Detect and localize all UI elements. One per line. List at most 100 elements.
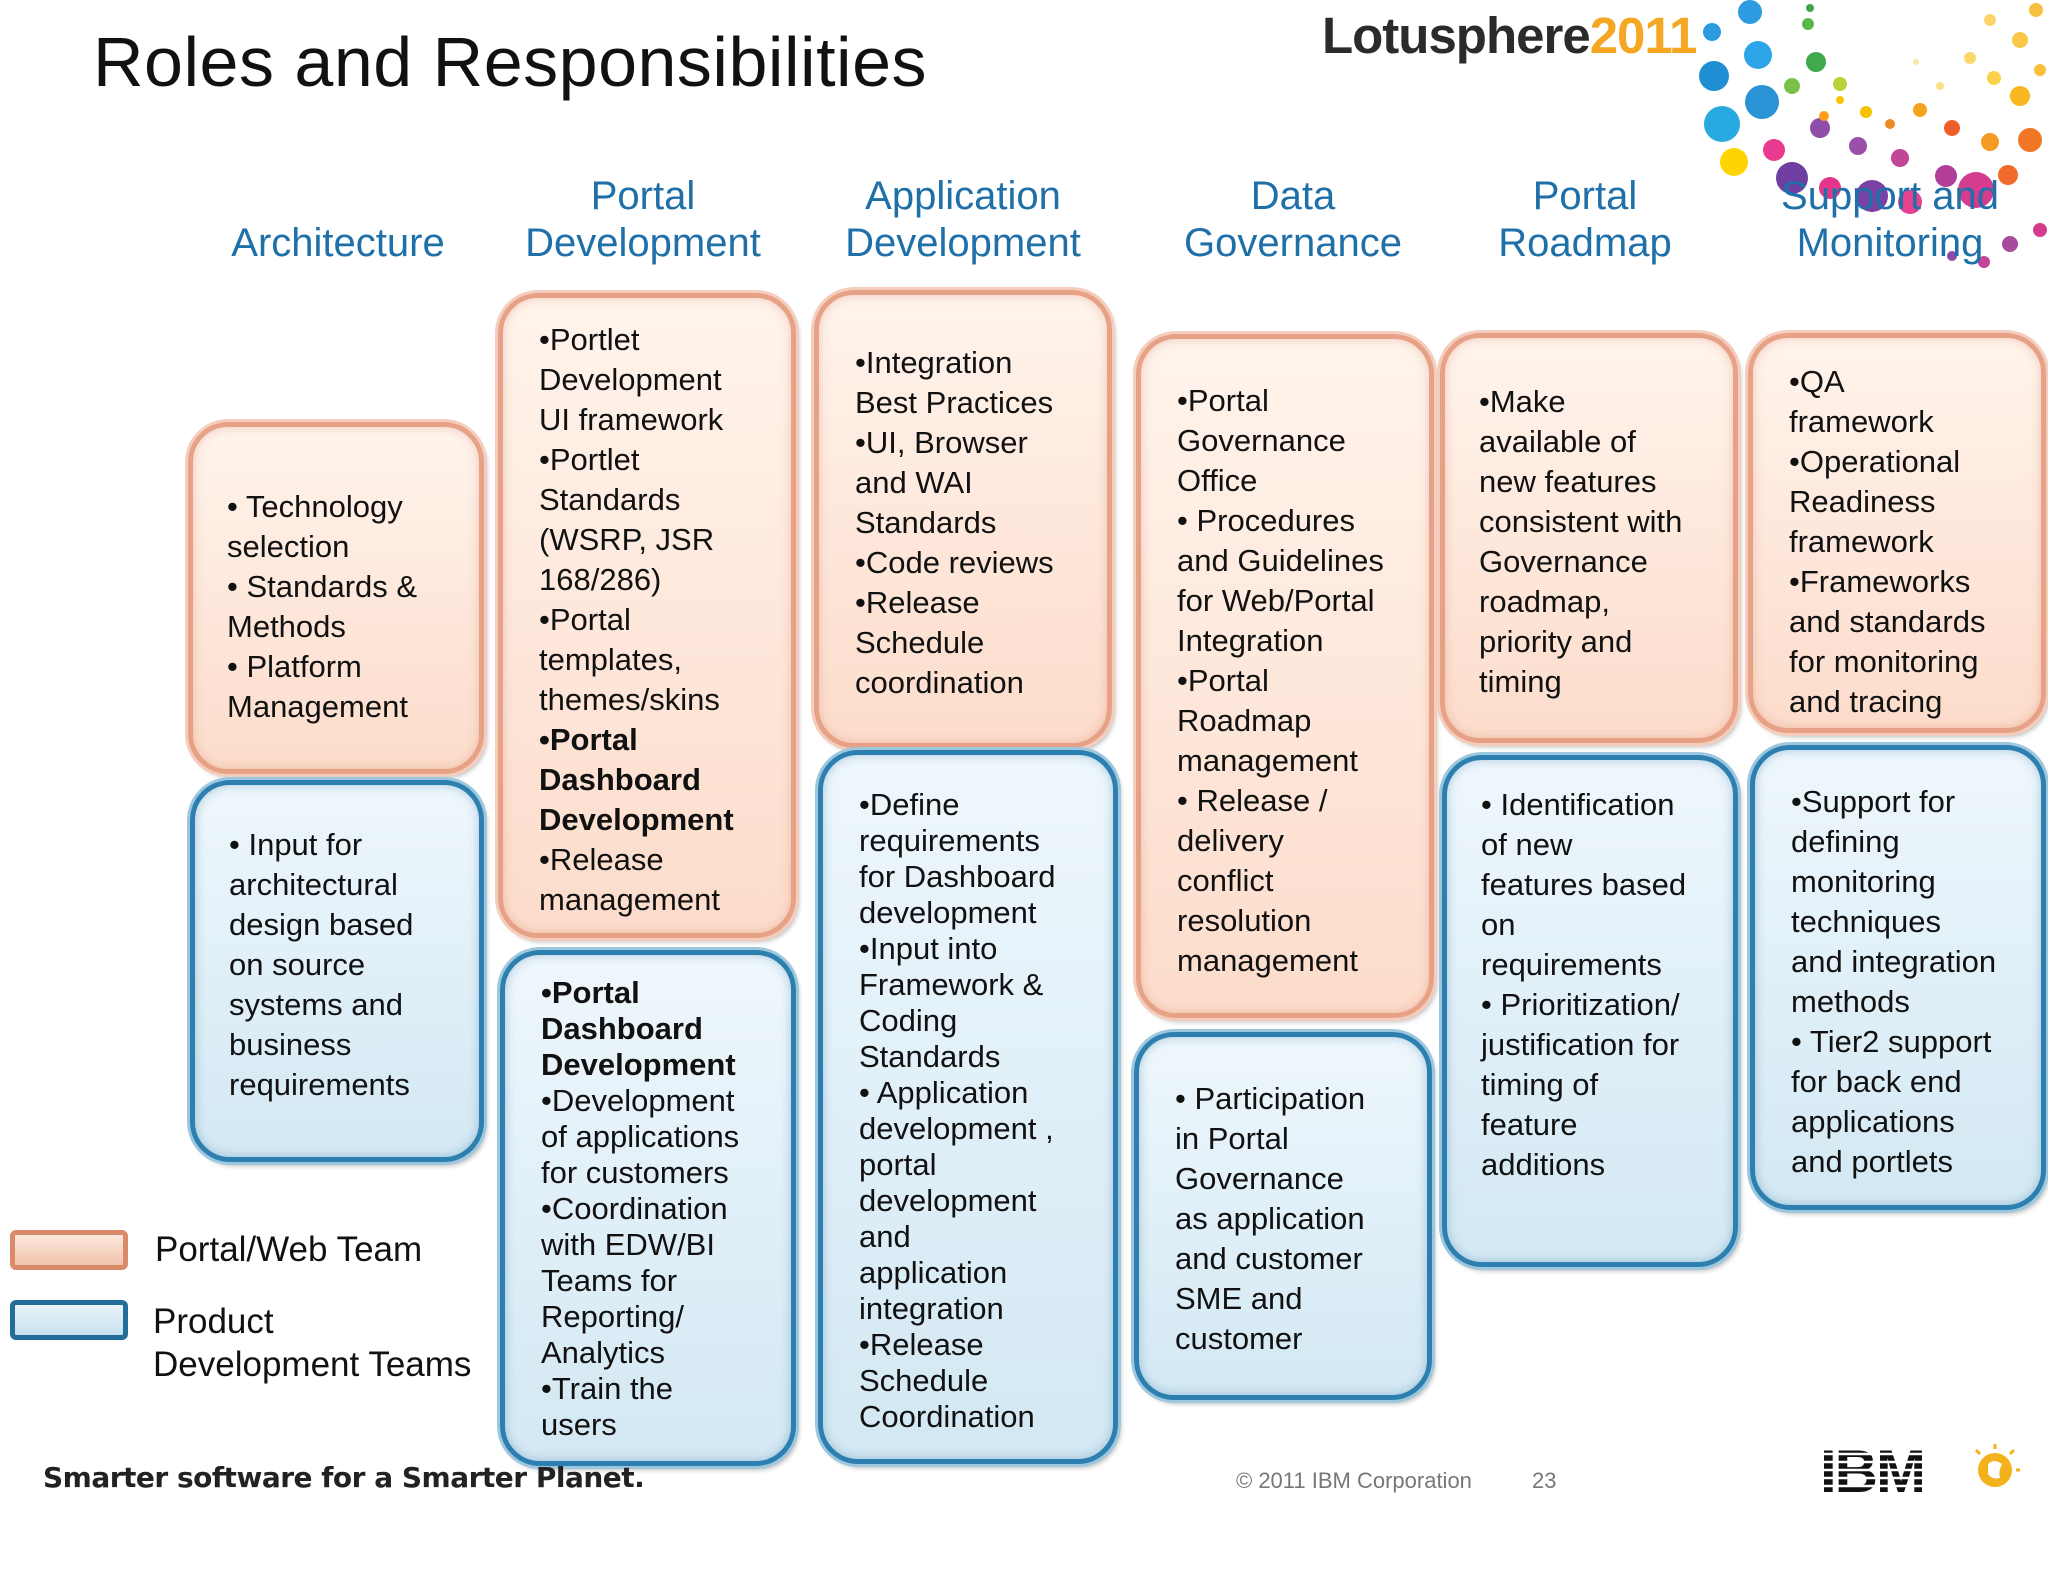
box-line: 168/286) <box>539 560 783 600</box>
heading-line: Architecture <box>231 221 444 265</box>
box-line: users <box>541 1407 783 1443</box>
support-monitoring-portal-web-box: •QA framework •Operational Readiness fra… <box>1748 333 2046 733</box>
box-line: for customers <box>541 1155 783 1191</box>
footer-tagline: Smarter software for a Smarter Planet. <box>43 1461 644 1494</box>
box-line: Development <box>541 1047 783 1083</box>
box-line: • Participation <box>1175 1079 1419 1119</box>
column-heading-support-and-monitoring: Support and Monitoring <box>1750 173 2030 267</box>
box-line: •Release <box>539 840 783 880</box>
box-line: • Standards & <box>227 567 469 607</box>
box-line: • Tier2 support <box>1791 1022 2037 1062</box>
box-line: management <box>1177 741 1421 781</box>
box-line: coordination <box>855 663 1099 703</box>
box-line: of applications <box>541 1119 783 1155</box>
box-line: • Identification <box>1481 785 1727 825</box>
box-line: of new <box>1481 825 1727 865</box>
portal-roadmap-product-box: • Identification of new features based o… <box>1442 755 1738 1267</box>
box-line: • Procedures <box>1177 501 1421 541</box>
box-line: Schedule <box>855 623 1099 663</box>
box-line: Standards <box>539 480 783 520</box>
box-line: as application <box>1175 1199 1419 1239</box>
box-line: •Integration <box>855 343 1099 383</box>
box-line: timing <box>1479 662 1727 702</box>
box-line: priority and <box>1479 622 1727 662</box>
box-line: • Release / <box>1177 781 1421 821</box>
heading-line: Roadmap <box>1445 220 1725 267</box>
box-line: Governance <box>1479 542 1727 582</box>
box-line: integration <box>859 1291 1107 1327</box>
box-line: SME and <box>1175 1279 1419 1319</box>
box-line: Development <box>539 360 783 400</box>
box-line: •Define <box>859 787 1107 823</box>
box-line: with EDW/BI <box>541 1227 783 1263</box>
box-line: design based <box>229 905 469 945</box>
heading-line: Data <box>1153 173 1433 220</box>
box-line: Governance <box>1175 1159 1419 1199</box>
legend-swatch-portal-web <box>10 1230 128 1270</box>
heading-line: Portal <box>1445 173 1725 220</box>
page-number: 23 <box>1532 1468 1556 1494</box>
box-line: •Release <box>855 583 1099 623</box>
box-line: defining <box>1791 822 2037 862</box>
logo-year: 2011 <box>1590 7 1697 64</box>
box-line: timing of <box>1481 1065 1727 1105</box>
architecture-product-box: • Input for architectural design based o… <box>190 780 484 1162</box>
architecture-portal-web-box: • Technology selection • Standards & Met… <box>188 422 484 774</box>
box-line: Standards <box>855 503 1099 543</box>
box-line: techniques <box>1791 902 2037 942</box>
box-line: requirements <box>1481 945 1727 985</box>
data-governance-product-box: • Participation in Portal Governance as … <box>1134 1032 1432 1400</box>
box-line: methods <box>1791 982 2037 1022</box>
legend-label-product: Product Development Teams <box>153 1300 471 1386</box>
box-line: in Portal <box>1175 1119 1419 1159</box>
box-line: and standards <box>1789 602 2035 642</box>
box-line: resolution <box>1177 901 1421 941</box>
support-monitoring-product-box: •Support for defining monitoring techniq… <box>1750 745 2046 1210</box>
column-heading-architecture: Architecture <box>198 220 478 267</box>
logo-word: Lotusphere <box>1322 7 1590 64</box>
box-line: •Input into <box>859 931 1107 967</box>
legend-line: Development Teams <box>153 1343 471 1386</box>
box-line: •Code reviews <box>855 543 1099 583</box>
box-line: systems and <box>229 985 469 1025</box>
heading-line: Application <box>823 173 1103 220</box>
column-heading-portal-roadmap: Portal Roadmap <box>1445 173 1725 267</box>
box-line: framework <box>1789 402 2035 442</box>
box-line: for monitoring <box>1789 642 2035 682</box>
box-line: on <box>1481 905 1727 945</box>
box-line: and customer <box>1175 1239 1419 1279</box>
box-line: requirements <box>859 823 1107 859</box>
box-line: (WSRP, JSR <box>539 520 783 560</box>
box-line: for Dashboard <box>859 859 1107 895</box>
box-line: and <box>859 1219 1107 1255</box>
box-line: architectural <box>229 865 469 905</box>
box-line: conflict <box>1177 861 1421 901</box>
box-line: •Portal <box>541 975 783 1011</box>
box-line: development <box>859 895 1107 931</box>
box-line: Coordination <box>859 1399 1107 1435</box>
box-line: •Operational <box>1789 442 2035 482</box>
column-heading-application-development: Application Development <box>823 173 1103 267</box>
box-line: development <box>859 1183 1107 1219</box>
box-line: • Input for <box>229 825 469 865</box>
box-line: •Release <box>859 1327 1107 1363</box>
box-line: monitoring <box>1791 862 2037 902</box>
box-line: •UI, Browser <box>855 423 1099 463</box>
portal-development-product-box: •Portal Dashboard Development •Developme… <box>500 950 796 1466</box>
box-line: UI framework <box>539 400 783 440</box>
box-line: Integration <box>1177 621 1421 661</box>
legend-label-portal-web: Portal/Web Team <box>155 1228 422 1271</box>
box-line: Framework & <box>859 967 1107 1003</box>
box-line: • Platform <box>227 647 469 687</box>
heading-line: Governance <box>1153 220 1433 267</box>
box-line: •Portal <box>539 600 783 640</box>
box-line: and portlets <box>1791 1142 2037 1182</box>
box-line: applications <box>1791 1102 2037 1142</box>
box-line: additions <box>1481 1145 1727 1185</box>
box-line: feature <box>1481 1105 1727 1145</box>
box-line: Governance <box>1177 421 1421 461</box>
box-line: •Portlet <box>539 320 783 360</box>
box-line: Development <box>539 800 783 840</box>
box-line: Office <box>1177 461 1421 501</box>
ibm-logo: IBM <box>1820 1440 2020 1500</box>
